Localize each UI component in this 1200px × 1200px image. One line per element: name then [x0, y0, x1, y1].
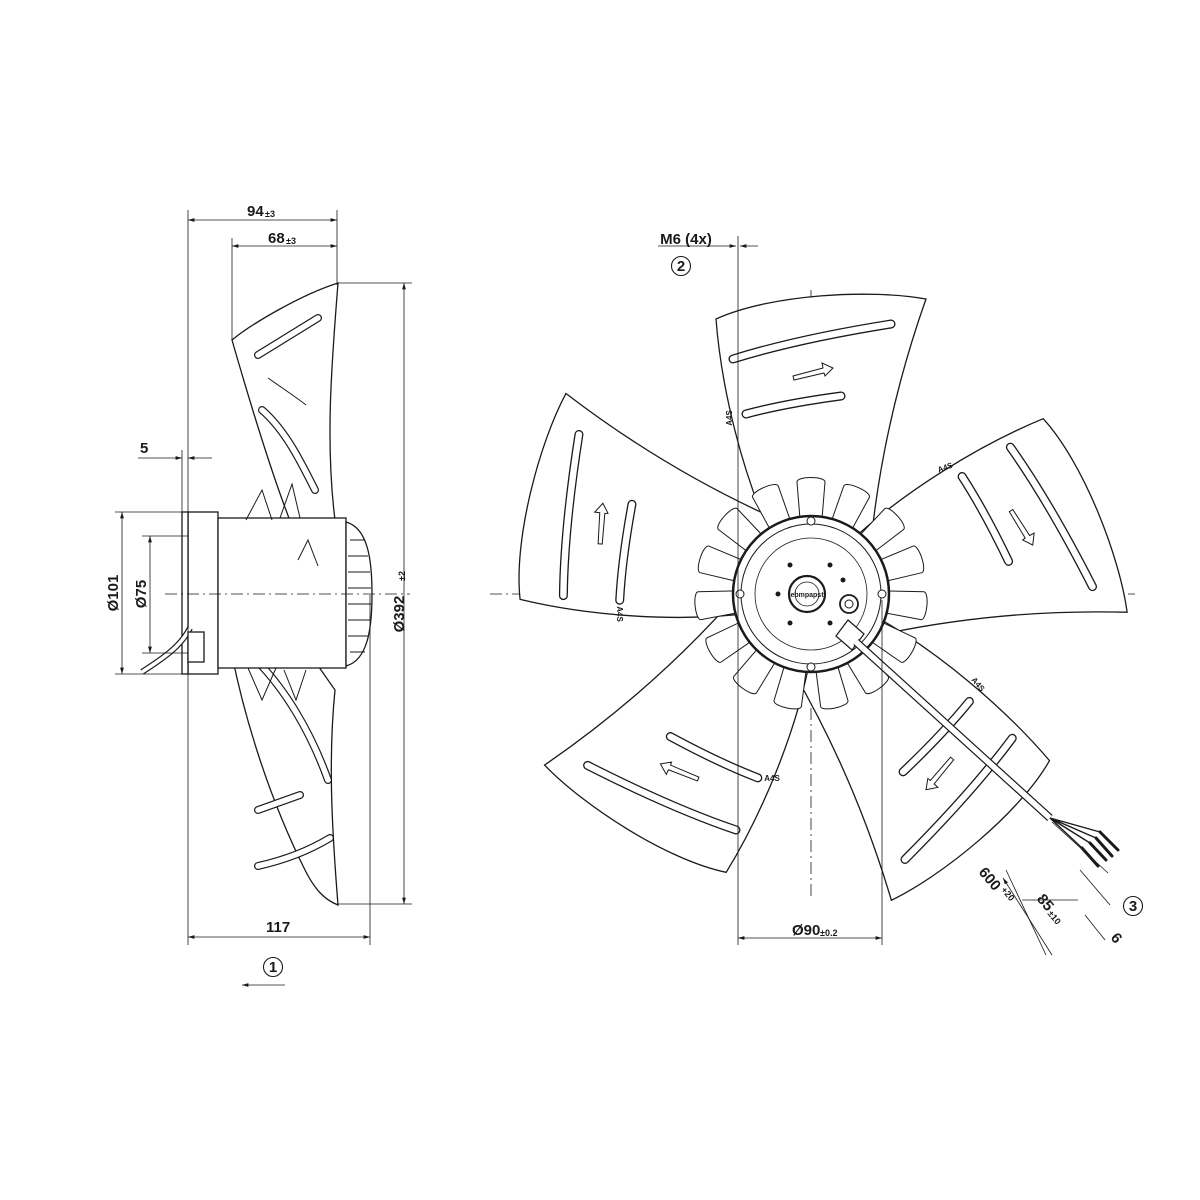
dim-68-tol: ±3 — [286, 236, 296, 246]
callout-1-circle — [262, 956, 284, 978]
mount-hole-top — [806, 516, 816, 526]
side-blade-upper — [231, 282, 339, 546]
side-dimensions — [115, 210, 412, 987]
dim-94: 94 — [247, 203, 264, 220]
callout-1: 1 — [269, 959, 277, 976]
dim-d392-tol: ±2 — [397, 571, 407, 581]
dim-68: 68 — [268, 230, 285, 247]
mount-hole-right — [877, 589, 887, 599]
dim-94-tol: ±3 — [265, 209, 275, 219]
dim-5: 5 — [140, 440, 148, 457]
dim-d101: Ø101 — [105, 575, 122, 612]
dim-6: 6 — [1107, 930, 1125, 947]
dim-85-tol: ±10 — [1046, 909, 1063, 927]
front-cable — [835, 619, 1120, 868]
side-view — [140, 282, 373, 906]
front-view: A4S A4S A4S A4S A4S — [490, 231, 1144, 956]
blade-marking-left: A4S — [615, 606, 624, 622]
mount-hole-left — [735, 589, 745, 599]
brand-text: ebmpapst — [790, 592, 824, 599]
side-motor-body — [217, 517, 347, 669]
callout-3-circle — [1122, 895, 1144, 917]
dim-d75: Ø75 — [133, 580, 150, 608]
mount-hole-bottom — [806, 662, 816, 672]
front-dimensions — [658, 236, 1111, 956]
callout-3: 3 — [1129, 898, 1137, 915]
dim-d90: Ø90 — [792, 922, 820, 939]
thread-label: M6 (4x) — [660, 231, 712, 248]
callout-2: 2 — [677, 258, 685, 275]
cooling-fins — [694, 477, 928, 710]
side-labels: 94 ±3 68 ±3 117 5 Ø101 Ø75 Ø392 ±2 1 — [105, 203, 408, 978]
blade-marking-top: A4S — [725, 410, 734, 426]
side-blade-lower — [231, 639, 339, 906]
dim-d90-tol: ±0.2 — [820, 928, 837, 938]
callout-2-circle — [670, 255, 692, 277]
dim-117: 117 — [266, 919, 290, 936]
blade-marking-bottom: A4S — [764, 774, 780, 783]
dim-d392: Ø392 — [391, 596, 408, 633]
